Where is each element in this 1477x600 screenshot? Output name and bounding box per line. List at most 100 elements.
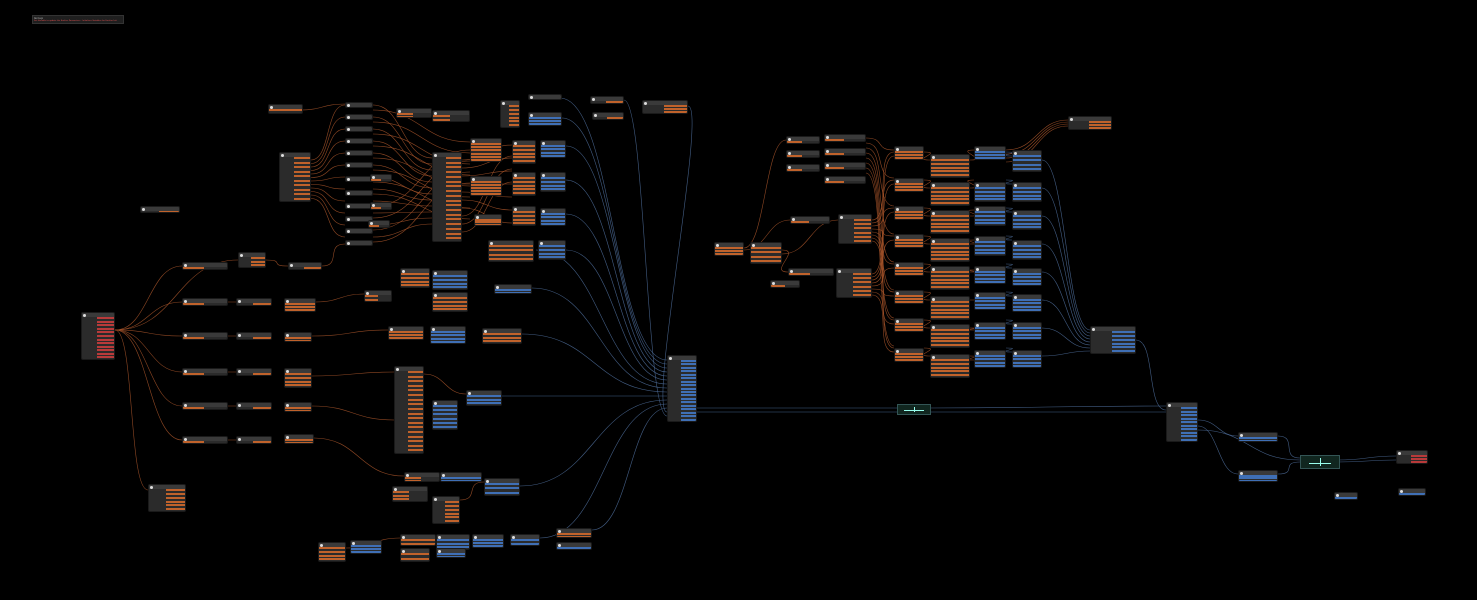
node-pin[interactable] xyxy=(446,199,461,202)
node-pin[interactable] xyxy=(408,371,423,373)
graph-node[interactable] xyxy=(345,150,373,156)
node-pin[interactable] xyxy=(895,270,923,272)
node-pin[interactable] xyxy=(166,504,185,507)
node-pin[interactable] xyxy=(509,112,519,115)
graph-node[interactable] xyxy=(370,174,392,182)
node-header[interactable] xyxy=(895,263,923,267)
node-pin[interactable] xyxy=(931,332,969,335)
graph-node[interactable] xyxy=(396,108,432,118)
node-header[interactable] xyxy=(895,179,923,183)
node-header[interactable] xyxy=(1239,433,1277,437)
node-pin[interactable] xyxy=(1181,435,1197,437)
graph-node[interactable] xyxy=(432,292,468,312)
graph-node[interactable] xyxy=(974,292,1006,310)
node-pin[interactable] xyxy=(285,376,311,379)
graph-node[interactable] xyxy=(592,112,624,120)
node-header[interactable] xyxy=(346,127,372,131)
node-pin[interactable] xyxy=(931,162,969,165)
node-pin[interactable] xyxy=(285,384,311,387)
node-pin[interactable] xyxy=(408,435,423,438)
node-pin[interactable] xyxy=(1181,410,1197,413)
node-pin[interactable] xyxy=(541,151,565,154)
graph-node[interactable] xyxy=(484,478,520,496)
graph-node[interactable] xyxy=(430,326,466,344)
node-pin[interactable] xyxy=(441,477,481,479)
node-pin[interactable] xyxy=(975,327,1005,329)
node-pin[interactable] xyxy=(437,542,469,545)
node-pin[interactable] xyxy=(446,237,461,240)
node-pin[interactable] xyxy=(433,286,467,289)
node-header[interactable] xyxy=(149,485,185,489)
node-pin[interactable] xyxy=(183,303,204,305)
node-pin[interactable] xyxy=(751,251,781,254)
node-pin[interactable] xyxy=(895,295,923,297)
node-pin[interactable] xyxy=(408,394,423,397)
node-pin[interactable] xyxy=(895,151,923,153)
node-pin[interactable] xyxy=(1013,299,1041,301)
node-pin[interactable] xyxy=(471,187,501,189)
node-pin[interactable] xyxy=(183,373,204,375)
graph-node[interactable] xyxy=(488,240,534,262)
graph-node[interactable] xyxy=(236,436,272,444)
node-pin[interactable] xyxy=(371,179,381,181)
node-header[interactable] xyxy=(471,139,501,143)
node-pin[interactable] xyxy=(1013,308,1041,311)
node-pin[interactable] xyxy=(489,257,533,260)
node-header[interactable] xyxy=(1091,327,1135,331)
node-pin[interactable] xyxy=(664,105,687,107)
node-pin[interactable] xyxy=(1013,273,1041,275)
node-pin[interactable] xyxy=(401,280,429,283)
graph-node[interactable] xyxy=(1012,240,1042,260)
node-pin[interactable] xyxy=(825,139,844,141)
node-pin[interactable] xyxy=(513,148,535,151)
node-header[interactable] xyxy=(513,173,535,177)
node-pin[interactable] xyxy=(1013,333,1041,336)
node-pin[interactable] xyxy=(513,156,535,159)
node-pin[interactable] xyxy=(975,187,1005,189)
node-header[interactable] xyxy=(1013,323,1041,327)
node-pin[interactable] xyxy=(1013,256,1041,259)
node-pin[interactable] xyxy=(975,333,1005,336)
node-pin[interactable] xyxy=(975,154,1005,156)
node-pin[interactable] xyxy=(183,407,204,409)
graph-node[interactable] xyxy=(512,206,536,226)
node-header[interactable] xyxy=(183,369,227,373)
node-pin[interactable] xyxy=(931,282,969,285)
node-pin[interactable] xyxy=(1013,226,1041,229)
node-header[interactable] xyxy=(931,211,969,215)
node-header[interactable] xyxy=(319,543,345,547)
node-pin[interactable] xyxy=(1013,190,1041,193)
graph-node[interactable] xyxy=(440,472,482,482)
graph-node[interactable] xyxy=(1396,450,1428,464)
node-pin[interactable] xyxy=(541,213,565,215)
node-pin[interactable] xyxy=(931,258,969,261)
graph-node[interactable] xyxy=(930,266,970,290)
graph-node[interactable] xyxy=(974,182,1006,202)
node-pin[interactable] xyxy=(253,407,271,409)
node-pin[interactable] xyxy=(975,277,1005,280)
node-pin[interactable] xyxy=(389,334,423,336)
node-pin[interactable] xyxy=(975,280,1005,283)
graph-node[interactable] xyxy=(182,298,228,306)
node-pin[interactable] xyxy=(253,303,271,305)
node-pin[interactable] xyxy=(895,301,923,303)
node-pin[interactable] xyxy=(975,190,1005,193)
node-pin[interactable] xyxy=(446,227,461,230)
node-pin[interactable] xyxy=(495,289,531,291)
node-pin[interactable] xyxy=(408,430,423,433)
graph-node[interactable] xyxy=(824,134,866,142)
node-pin[interactable] xyxy=(509,105,519,107)
node-header[interactable] xyxy=(401,549,429,553)
node-header[interactable] xyxy=(1335,493,1357,497)
node-pin[interactable] xyxy=(1181,417,1197,420)
node-pin[interactable] xyxy=(557,535,591,537)
node-pin[interactable] xyxy=(446,194,461,197)
node-pin[interactable] xyxy=(285,337,311,339)
graph-node[interactable] xyxy=(894,206,924,220)
node-pin[interactable] xyxy=(1013,187,1041,189)
node-pin[interactable] xyxy=(931,274,969,277)
node-pin[interactable] xyxy=(351,551,381,553)
node-header[interactable] xyxy=(751,243,781,247)
node-pin[interactable] xyxy=(483,336,521,339)
node-pin[interactable] xyxy=(467,398,501,401)
